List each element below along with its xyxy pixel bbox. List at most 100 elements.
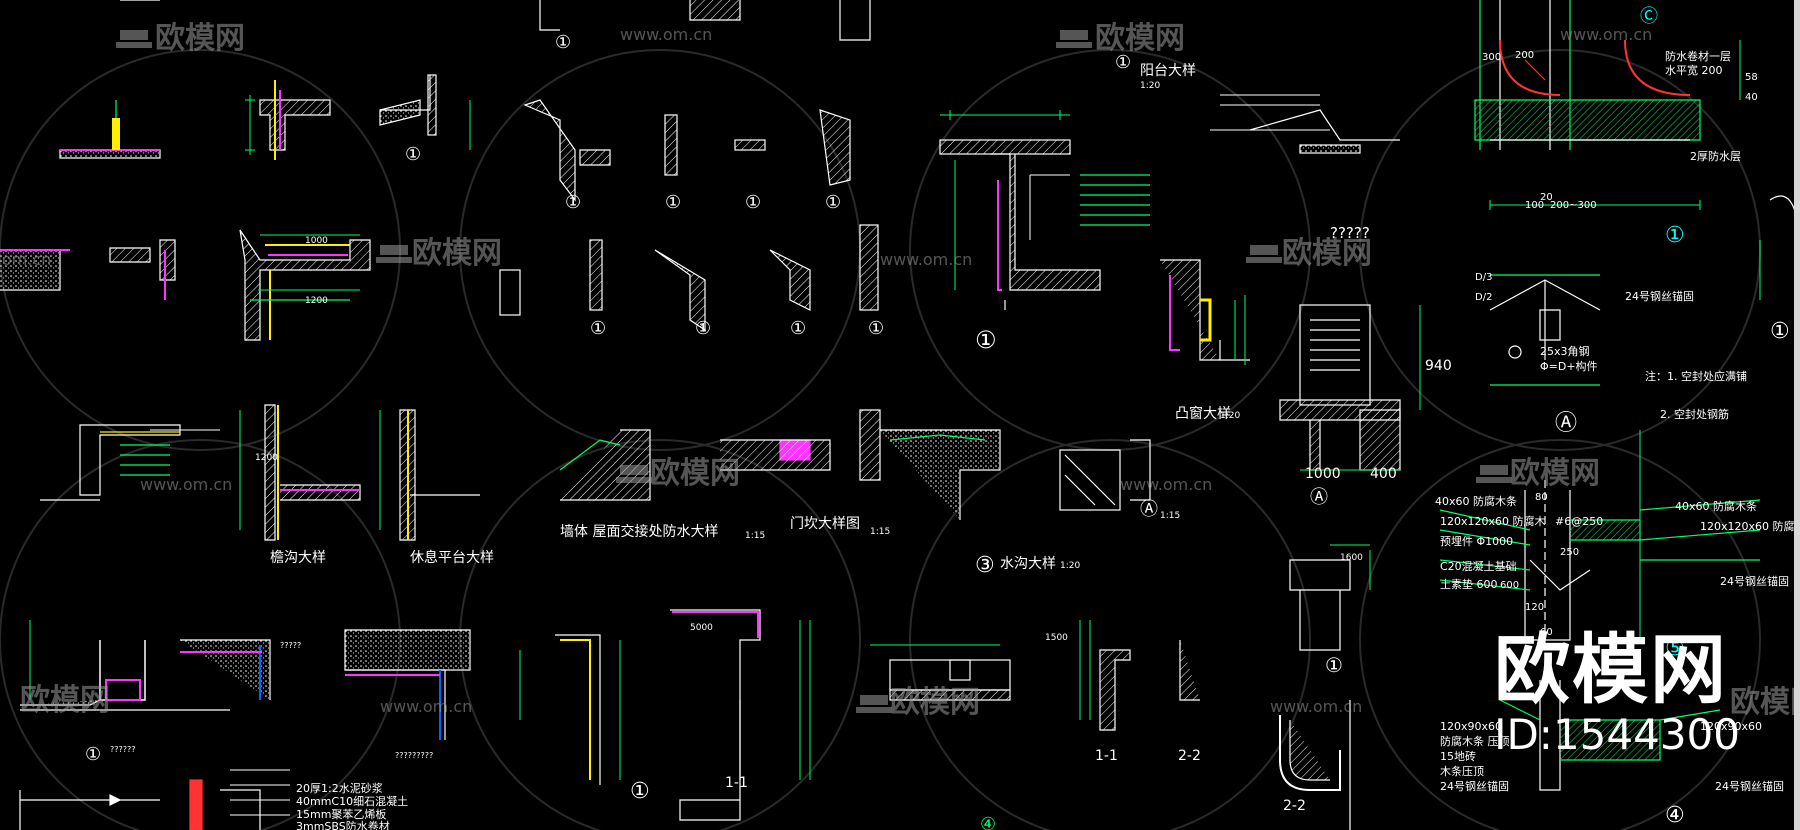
label-bay-window: 凸窗大样 <box>1175 405 1231 422</box>
detail-marker: ① <box>868 318 884 339</box>
annotation: 2. 空封处钢筋 <box>1660 407 1729 421</box>
annotation: 120x120x60 防腐木 <box>1440 514 1546 528</box>
watermark-tile-2: 欧模网 <box>1056 21 1185 56</box>
label-unknown: ?????? <box>110 745 135 754</box>
annotation: 20厚1:2水泥砂浆 <box>296 781 383 795</box>
detail-marker: ① <box>1770 319 1790 344</box>
dimension-lines <box>29 40 1761 780</box>
detail-marker: ④ <box>980 814 996 830</box>
label-unknown: ????? <box>280 641 301 650</box>
dimension-value: 100 <box>1525 200 1544 211</box>
dimension-value: 1600 <box>1340 553 1363 563</box>
annotation: 24号钢丝锚固 <box>1625 289 1694 303</box>
detail-marker: ① <box>745 192 761 213</box>
watermark-brand: 欧模网 <box>155 21 245 56</box>
watermark-brand: 欧模网 <box>650 456 740 491</box>
watermark-brand: 欧模网 <box>412 236 502 271</box>
watermark-tile-9: 欧模网 <box>1730 685 1800 720</box>
dimension-value: 20 <box>1540 192 1553 203</box>
detail-marker: ① <box>85 744 101 765</box>
dimension-value: 58 <box>1745 72 1758 83</box>
drawing-labels: 阳台大样 1:20 ????? 凸窗大样 1:20 檐沟大样 休息平台大样 墙体… <box>110 63 1370 814</box>
annotation: C20混凝土基础 <box>1440 559 1517 573</box>
dimension-value: 1000 <box>1305 466 1341 482</box>
detail-group-col3[interactable] <box>499 0 881 821</box>
dimension-value: 600 <box>1500 580 1519 591</box>
annotation: 防腐木条 压顶 <box>1440 734 1510 748</box>
label-unknown: ????? <box>1330 224 1370 242</box>
annotation: 24号钢丝锚固 <box>1720 574 1789 588</box>
watermark-domain: www.om.cn <box>1270 697 1362 716</box>
annotation: 120x90x60 <box>1700 720 1762 733</box>
sofa-logo-icon <box>1246 245 1282 263</box>
detail-group-col1[interactable] <box>0 0 261 830</box>
sofa-logo-icon <box>116 30 152 48</box>
dimension-value: D/3 <box>1475 272 1492 283</box>
watermark-layer: 欧模网 欧模网 欧模网 欧模网 欧模网 欧模网 欧模网 欧模网 欧模网 www.… <box>2 21 1800 720</box>
sofa-logo-icon <box>856 695 892 713</box>
annotation: Φ=D+构件 <box>1540 359 1598 373</box>
label-scale: 1:20 <box>1060 561 1080 571</box>
annotation: 预埋件 Φ1000 <box>1440 535 1513 548</box>
detail-marker: Ⓒ <box>1640 6 1658 27</box>
watermark-domain: www.om.cn <box>880 250 972 269</box>
watermark-tile-8: 欧模网 <box>856 685 980 720</box>
watermark-tile-4: 欧模网 <box>1246 236 1372 271</box>
annotation: #6@250 <box>1555 515 1603 528</box>
label-parapet: 墙体 屋面交接处防水大样 <box>560 523 718 540</box>
dimension-value: 80 <box>1535 492 1548 503</box>
annotation: 24号钢丝锚固 <box>1715 779 1784 793</box>
dimension-value: D/2 <box>1475 292 1492 303</box>
dimension-text: 1000 1200 940 1000 400 300 200 20 200~30… <box>255 50 1758 643</box>
dimension-value: 60 <box>1540 627 1553 638</box>
sofa-logo-icon <box>376 245 412 263</box>
annotation: 防水卷材一层 <box>1665 49 1731 63</box>
dimension-value: 40 <box>1745 92 1758 103</box>
dimension-value: 200~300 <box>1550 200 1597 211</box>
detail-group-col2[interactable] <box>180 74 480 740</box>
label-ditch: 水沟大样 <box>1000 556 1056 572</box>
detail-group-col4[interactable] <box>880 139 1200 731</box>
label-threshold: 门坎大样图 <box>790 516 860 532</box>
annotation: 15mm聚苯乙烯板 <box>296 807 386 821</box>
watermark-tile-5: 欧模网 <box>616 456 740 491</box>
detail-group-col5[interactable] <box>1160 109 1401 830</box>
annotation: 注：1. 空封处应满铺 <box>1645 369 1747 383</box>
label-section: 1-1 <box>725 775 748 791</box>
detail-marker: Ⓐ <box>1140 499 1158 520</box>
dimension-value: 200 <box>1515 50 1534 61</box>
label-landing: 休息平台大样 <box>410 549 494 566</box>
watermark-tile-7: 欧模网 <box>20 683 110 718</box>
detail-markers: ① ① ① ① ① ① ① ① ① ① ① ① ① ① ① Ⓐ Ⓐ Ⓐ ③ ④ … <box>85 6 1790 830</box>
watermark-domain: om.cn <box>2 250 51 269</box>
dimension-value: 1000 <box>305 236 328 246</box>
detail-marker: ① <box>405 144 421 165</box>
window-scroll-edge[interactable] <box>1794 0 1800 830</box>
detail-marker: ① <box>565 192 581 213</box>
watermark-tile-1: 欧模网 <box>116 21 245 56</box>
detail-group-col6[interactable] <box>1439 0 1800 791</box>
detail-marker: ① <box>665 192 681 213</box>
annotation: 2厚防水层 <box>1690 149 1741 163</box>
detail-marker: Ⓐ <box>1555 411 1577 436</box>
annotation: 40mmC10细石混凝土 <box>296 794 408 808</box>
detail-marker: ① <box>975 326 997 354</box>
detail-marker: ① <box>590 318 606 339</box>
watermark-brand: 欧模网 <box>1282 236 1372 271</box>
watermark-domain: www.om.cn <box>380 697 472 716</box>
watermark-brand: 欧模网 <box>1510 456 1600 491</box>
label-scale: 1:20 <box>1220 411 1240 421</box>
annotation-text: 40x60 防腐木条 120x120x60 防腐木 预埋件 Φ1000 C20混… <box>296 49 1800 830</box>
detail-marker: ① <box>1115 52 1131 73</box>
detail-marker: ① <box>695 318 711 339</box>
detail-marker: ① <box>790 318 806 339</box>
watermark-brand: 欧模网 <box>1095 21 1185 56</box>
label-unknown: ????????? <box>395 751 433 760</box>
detail-marker: ① <box>555 32 571 53</box>
annotation: 3mmSBS防水卷材 <box>296 819 390 830</box>
annotation: 水平宽 200 <box>1665 63 1723 77</box>
detail-marker: ① <box>825 192 841 213</box>
detail-marker: ① <box>1325 653 1343 677</box>
